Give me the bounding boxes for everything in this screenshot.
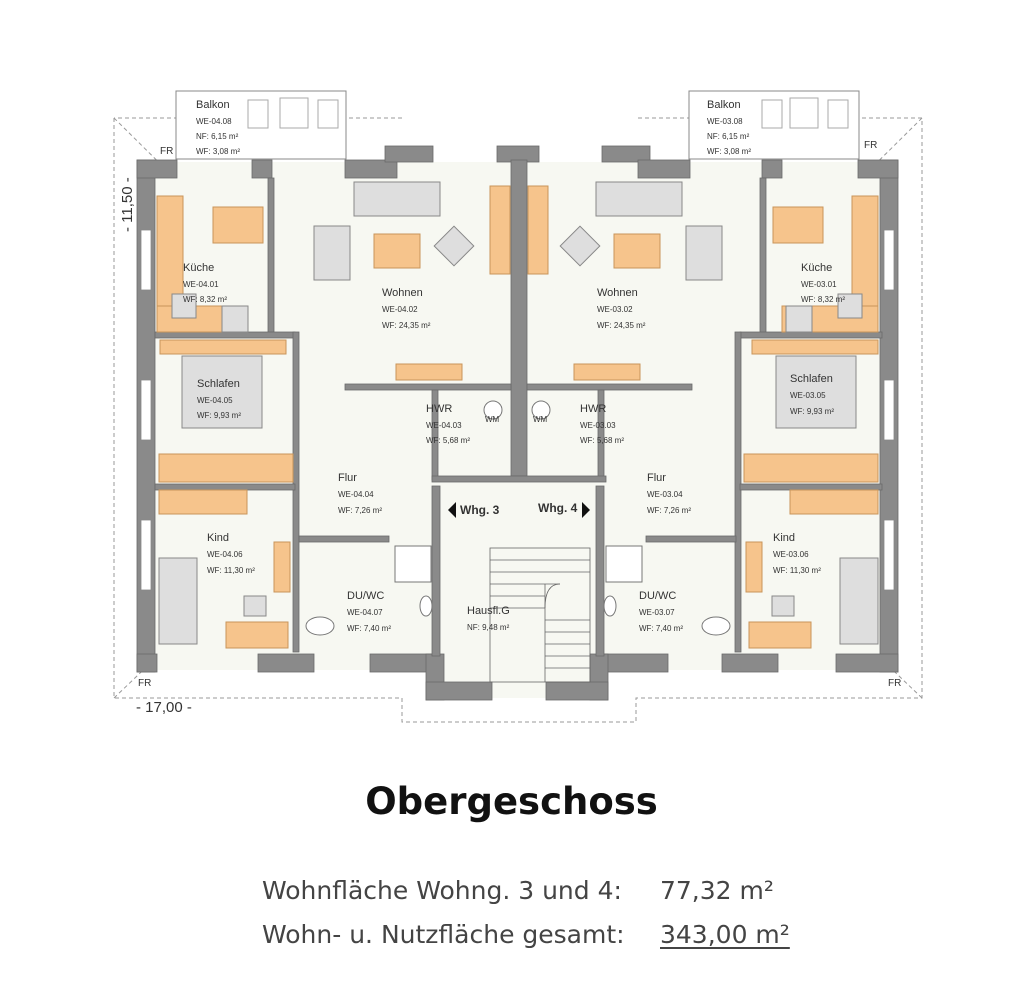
fr-label-tl: FR — [160, 146, 173, 157]
hwr-left-name: HWR — [426, 403, 452, 415]
height-dimension: - 11,50 - — [119, 177, 136, 232]
unit-arrows — [448, 502, 590, 518]
summary-wohnflaeche-label: Wohnfläche Wohng. 3 und 4: — [262, 876, 622, 905]
fr-label-br: FR — [888, 678, 901, 689]
schlafen-right-nr: WE-03.05 — [790, 391, 826, 400]
balkon-right-nf: NF: 6,15 m² — [707, 132, 750, 141]
staircase — [489, 547, 591, 683]
wohnen-right-nr: WE-03.02 — [597, 305, 633, 314]
balkon-left — [175, 90, 347, 160]
hwr-left-nr: WE-04.03 — [426, 421, 462, 430]
unit-label-whg3: Whg. 3 — [460, 503, 500, 517]
wm-label-right: WM — [533, 415, 548, 424]
balkon-left-name: Balkon — [196, 99, 230, 111]
wohnen-left-nr: WE-04.02 — [382, 305, 418, 314]
balkon-right-wf: WF: 3,08 m² — [707, 147, 751, 156]
duwc-left-nr: WE-04.07 — [347, 608, 383, 617]
wohnen-right-name: Wohnen — [597, 287, 638, 299]
windows — [140, 229, 895, 591]
balkon-left-wf: WF: 3,08 m² — [196, 147, 240, 156]
hwr-right-name: HWR — [580, 403, 606, 415]
kueche-left-wf: WF: 8,32 m² — [183, 295, 227, 304]
hwr-left-wf: WF: 5,68 m² — [426, 436, 470, 445]
kind-right-name: Kind — [773, 532, 795, 544]
balkon-right-nr: WE-03.08 — [707, 117, 743, 126]
balkon-right — [688, 90, 860, 160]
flur-left-name: Flur — [338, 472, 357, 484]
summary-gesamt-label: Wohn- u. Nutzfläche gesamt: — [262, 920, 625, 949]
balkon-right-name: Balkon — [707, 99, 741, 111]
kueche-left-name: Küche — [183, 262, 214, 274]
kueche-right-name: Küche — [801, 262, 832, 274]
schlafen-left-wf: WF: 9,93 m² — [197, 411, 241, 420]
wohnen-left-name: Wohnen — [382, 287, 423, 299]
flur-right-wf: WF: 7,26 m² — [647, 506, 691, 515]
beds-sofas — [158, 181, 879, 645]
kueche-left-nr: WE-04.01 — [183, 280, 219, 289]
wm-label-left: WM — [485, 415, 500, 424]
fr-label-tr: FR — [864, 140, 877, 151]
wohnen-right-wf: WF: 24,35 m² — [597, 321, 646, 330]
page-title: Obergeschoss — [365, 780, 658, 823]
schlafen-left-nr: WE-04.05 — [197, 396, 233, 405]
duwc-right-name: DU/WC — [639, 590, 676, 602]
fr-label-bl: FR — [138, 678, 151, 689]
room-labels: Balkon WE-04.08 NF: 6,15 m² WF: 3,08 m² … — [183, 99, 845, 633]
duwc-left-name: DU/WC — [347, 590, 384, 602]
balkon-left-nr: WE-04.08 — [196, 117, 232, 126]
kind-right-wf: WF: 11,30 m² — [773, 566, 821, 575]
kind-left-wf: WF: 11,30 m² — [207, 566, 255, 575]
summary-wohnflaeche: Wohnfläche Wohng. 3 und 4: 77,32 m² — [262, 876, 774, 905]
width-dimension: - 17,00 - — [136, 699, 192, 716]
kueche-right-nr: WE-03.01 — [801, 280, 837, 289]
schlafen-left-name: Schlafen — [197, 378, 240, 390]
flur-right-nr: WE-03.04 — [647, 490, 683, 499]
duwc-left-wf: WF: 7,40 m² — [347, 624, 391, 633]
kind-left-nr: WE-04.06 — [207, 550, 243, 559]
schlafen-right-wf: WF: 9,93 m² — [790, 407, 834, 416]
kind-left-name: Kind — [207, 532, 229, 544]
wohnen-left-wf: WF: 24,35 m² — [382, 321, 431, 330]
flur-left-wf: WF: 7,26 m² — [338, 506, 382, 515]
schlafen-right-name: Schlafen — [790, 373, 833, 385]
kind-right-nr: WE-03.06 — [773, 550, 809, 559]
summary-wohnflaeche-value: 77,32 m² — [660, 876, 774, 905]
flur-right-name: Flur — [647, 472, 666, 484]
unit-label-whg4: Whg. 4 — [538, 501, 578, 515]
hwr-right-nr: WE-03.03 — [580, 421, 616, 430]
balkon-left-nf: NF: 6,15 m² — [196, 132, 239, 141]
hausfl-nf: NF: 9,48 m² — [467, 623, 510, 632]
kueche-right-wf: WF: 8,32 m² — [801, 295, 845, 304]
duwc-right-wf: WF: 7,40 m² — [639, 624, 683, 633]
summary-gesamt: Wohn- u. Nutzfläche gesamt: 343,00 m² — [262, 920, 790, 949]
flur-left-nr: WE-04.04 — [338, 490, 374, 499]
summary-gesamt-value: 343,00 m² — [660, 920, 790, 949]
hausfl-name: Hausfl.G — [467, 605, 510, 617]
duwc-right-nr: WE-03.07 — [639, 608, 675, 617]
sanitary — [305, 400, 731, 636]
hwr-right-wf: WF: 5,68 m² — [580, 436, 624, 445]
